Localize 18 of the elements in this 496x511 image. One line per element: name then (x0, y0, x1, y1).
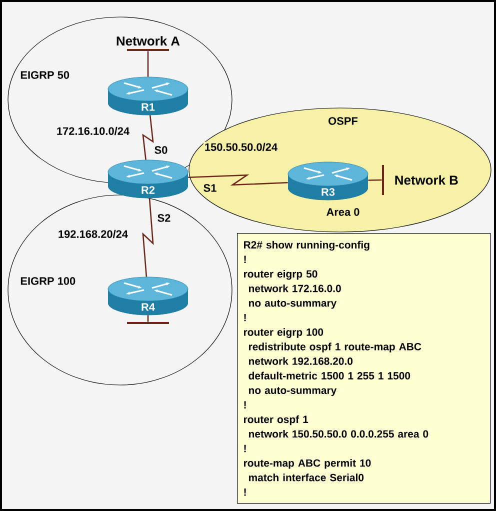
config-listing: R2# show running-config ! router eigrp 50 network 172.16.0.0 no auto-summary ! router eigrp 100 redistribute ospf 1 route-map ABC network 192.168.20.0 default-metric 1500 1 255 1 1500 no auto-summary ! router ospf 1 network 150.50.50.0 0.0.0.255 area 0 ! route-map ABC permit 10 match interface Serial0 ! (237, 233, 491, 504)
router: R1 (108, 76, 188, 116)
interface-label: S0 (154, 146, 168, 154)
node-label: Network A (116, 36, 180, 46)
link-line (147, 51, 149, 77)
lan-segment: Network B (382, 165, 458, 195)
lan-segment: Network A (116, 36, 180, 51)
router: R3 (288, 162, 368, 200)
interface-label: S2 (158, 214, 170, 222)
link-line (188, 174, 288, 186)
link-line (147, 315, 149, 322)
interface-label: S1 (204, 184, 216, 192)
router: R4 (108, 276, 188, 316)
node-label: Network B (395, 175, 458, 185)
link-line (142, 115, 154, 160)
link-line (142, 198, 154, 277)
router: R2 (108, 160, 188, 198)
link-line (368, 179, 382, 181)
